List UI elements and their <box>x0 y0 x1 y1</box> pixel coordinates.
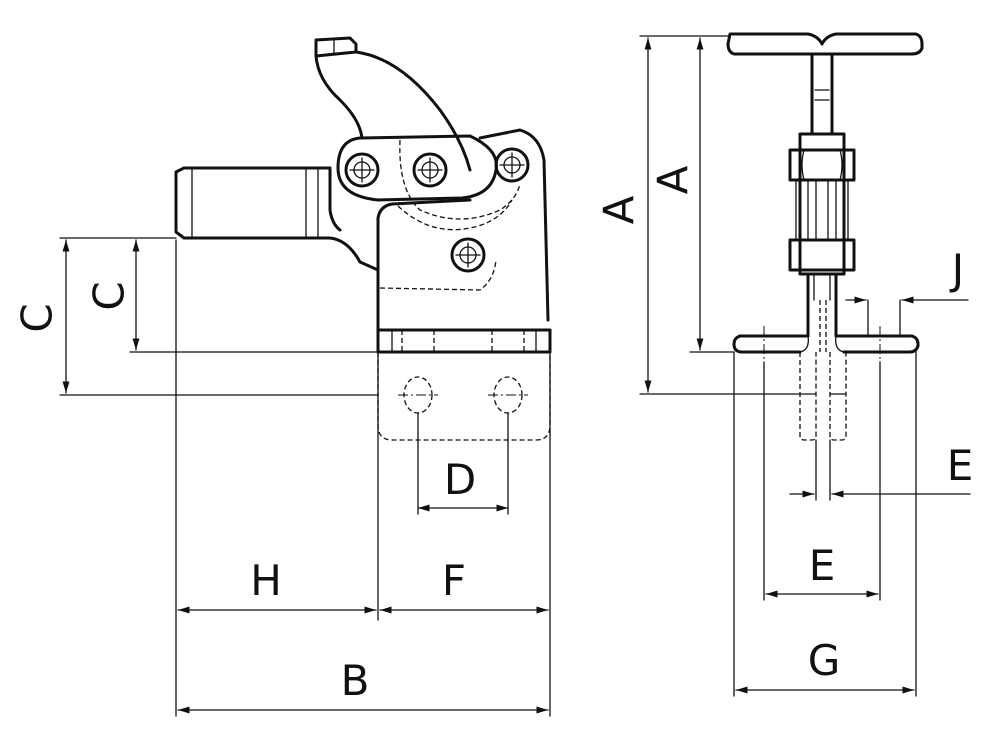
label-D: D <box>444 455 476 504</box>
toggle-mechanism <box>788 132 856 276</box>
dim-C-outer: C <box>13 239 70 394</box>
dim-A-inner: A <box>649 37 704 351</box>
dim-E-right: E <box>789 441 974 498</box>
side-view <box>174 36 552 441</box>
dim-G: G <box>735 636 915 694</box>
label-G: G <box>808 636 841 685</box>
spindle <box>174 166 380 272</box>
pivot-pin-2 <box>412 152 448 188</box>
dim-J: J <box>845 245 969 304</box>
toggle-link <box>336 128 550 322</box>
dim-B: B <box>177 656 549 714</box>
dim-D: D <box>417 455 509 512</box>
base-plate <box>377 330 551 441</box>
front-view <box>726 32 924 441</box>
pivot-pin-4 <box>450 237 486 273</box>
label-H: H <box>250 556 282 605</box>
extension-lines <box>59 35 917 717</box>
label-C-outer: C <box>13 303 62 332</box>
handle <box>314 36 472 172</box>
label-C-inner: C <box>85 281 134 310</box>
neck <box>799 272 845 353</box>
pivot-pin-3 <box>494 147 530 183</box>
label-A-inner: A <box>649 165 698 194</box>
label-A-outer: A <box>595 195 644 224</box>
dim-E-lower: E <box>765 541 879 598</box>
clamp-body <box>376 198 552 354</box>
label-F: F <box>442 556 466 605</box>
label-B: B <box>341 656 370 705</box>
dim-F: F <box>379 556 549 614</box>
label-E-right: E <box>947 441 974 490</box>
dim-C-inner: C <box>85 239 140 351</box>
base-flange <box>732 326 920 362</box>
label-J: J <box>949 245 964 294</box>
pivot-pin-1 <box>344 152 380 188</box>
mounting-bolts <box>799 300 847 441</box>
dim-A-outer: A <box>595 37 652 393</box>
dim-H: H <box>177 556 377 614</box>
t-handle <box>726 32 924 136</box>
label-E-lower: E <box>809 541 836 590</box>
